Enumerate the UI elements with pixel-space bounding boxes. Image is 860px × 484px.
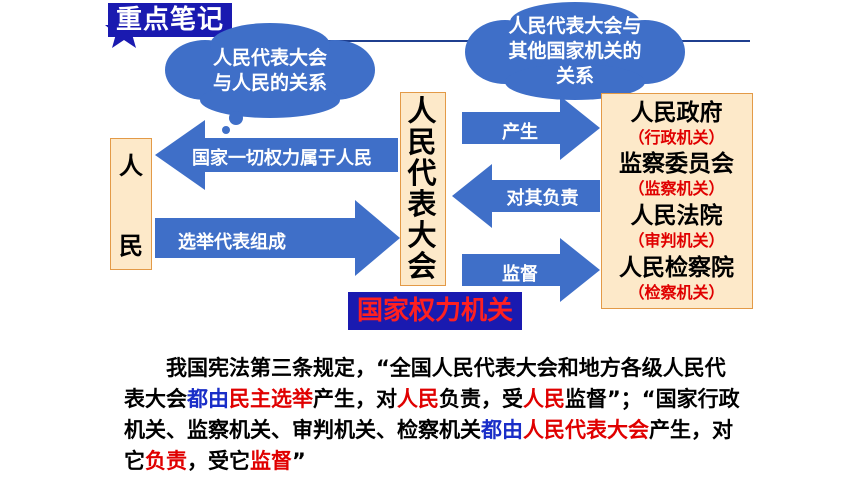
organ-type: （审判机关） [628, 231, 725, 250]
state-organs-box [601, 93, 753, 309]
paragraph-segment: 人民 [523, 387, 565, 411]
arrow-elect-label: 选举代表组成 [178, 232, 286, 253]
arrow-produce [462, 96, 600, 160]
cloud-right-line: 人民代表大会与 [508, 15, 642, 37]
npc-box [400, 92, 446, 286]
paragraph-segment: 人民代表大会 [523, 418, 649, 442]
organ-name: 监察委员会 [619, 151, 734, 177]
npc-char: 代 [407, 156, 437, 190]
organ-type: （行政机关） [628, 128, 725, 147]
power-organ-label: 国家权力机关 [348, 292, 522, 330]
npc-char: 人 [407, 94, 437, 128]
arrow-power-label: 国家一切权力属于人民 [192, 148, 372, 169]
npc-label: 人 民 代 表 大 会 [403, 96, 441, 282]
arrow-produce-label: 产生 [502, 122, 538, 143]
organ-type: （监察机关） [628, 179, 725, 198]
npc-char: 会 [407, 249, 437, 283]
arrow-responsible [452, 164, 600, 228]
paragraph-segment: 我国宪法第三条规定，“全国人民代表大会和地方各级人民代表大会 [124, 356, 726, 411]
npc-char: 民 [407, 125, 437, 159]
people-char: 民 [119, 232, 143, 260]
paragraph-segment: 人民 [397, 387, 439, 411]
cloud-right-line: 关系 [555, 65, 594, 87]
cloud-left-line: 与人民的关系 [212, 72, 327, 94]
paragraph-segment: 产生，对 [313, 387, 397, 411]
cloud-right [465, 2, 685, 116]
paragraph-segment: 都由 [187, 387, 229, 411]
paragraph-text: 我国宪法第三条规定，“全国人民代表大会和地方各级人民代表大会都由民主选举产生，对… [124, 356, 740, 473]
cloud-left-text: 人民代表大会 与人民的关系 [180, 46, 360, 96]
paragraph-segment: 产生，对它 [124, 418, 733, 473]
paragraph-segment: 监督”；“国家行政机关、监察机关、审判机关、检察机关 [124, 387, 740, 442]
arrow-supervise [462, 238, 600, 302]
paragraph-segment: 都由 [481, 418, 523, 442]
arrow-elect [155, 200, 400, 276]
organ-name: 人民法院 [630, 203, 723, 229]
npc-char: 大 [407, 218, 437, 252]
paragraph-segment: 民主选举 [229, 387, 313, 411]
paragraph-segment: ，受它 [187, 449, 250, 473]
people-char: 人 [119, 152, 143, 180]
cloud-left-line: 人民代表大会 [212, 47, 327, 69]
npc-char: 表 [407, 187, 437, 221]
paragraph-segment: 负责 [145, 449, 187, 473]
arrow-power [155, 120, 398, 190]
people-box [110, 138, 152, 270]
section-tag: 重点笔记 [108, 3, 232, 37]
paragraph-segment: ” [292, 449, 306, 473]
arrow-supervise-label: 监督 [502, 264, 538, 285]
paragraph-segment: 监督 [250, 449, 292, 473]
cloud-left [165, 23, 375, 134]
organ-type: （检察机关） [628, 283, 725, 302]
arrow-responsible-label: 对其负责 [506, 188, 579, 209]
cloud-right-text: 人民代表大会与 其他国家机关的 关系 [480, 14, 670, 89]
organ-name: 人民检察院 [619, 255, 734, 281]
organ-name: 人民政府 [630, 100, 723, 126]
cloud-right-line: 其他国家机关的 [508, 40, 642, 62]
paragraph-segment: 负责，受 [439, 387, 523, 411]
constitution-paragraph: 我国宪法第三条规定，“全国人民代表大会和地方各级人民代表大会都由民主选举产生，对… [124, 353, 744, 477]
